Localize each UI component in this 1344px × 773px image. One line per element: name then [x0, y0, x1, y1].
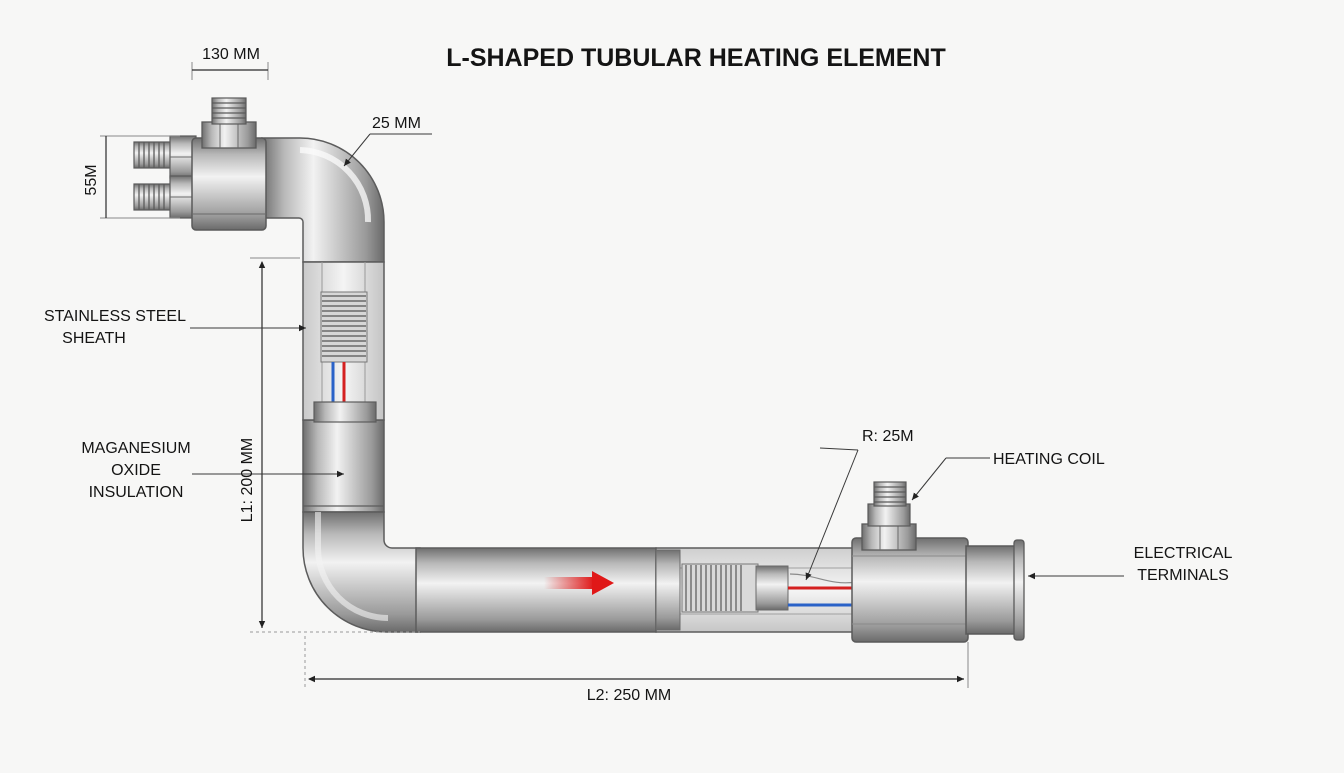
label-terminals-line1: ELECTRICAL [1134, 545, 1233, 562]
right-fitting [851, 481, 1025, 643]
label-l1: L1: 200 MM [239, 438, 256, 522]
dimension-top-width [191, 62, 269, 80]
bottom-bend [302, 511, 421, 633]
diagram-title: L-SHAPED TUBULAR HEATING ELEMENT [446, 44, 946, 72]
label-insulation-line2: OXIDE [111, 462, 161, 479]
flow-arrow-icon [544, 571, 614, 595]
label-radius: R: 25M [862, 428, 914, 445]
dimension-l1 [250, 257, 420, 633]
label-l2: L2: 250 MM [587, 687, 671, 704]
top-bend [261, 137, 385, 263]
label-insulation-line1: MAGANESIUM [81, 440, 190, 457]
horizontal-cutaway [655, 547, 857, 633]
tube-sheath [261, 137, 657, 633]
horizontal-coil [685, 565, 742, 611]
dimension-fitting-height [100, 135, 180, 219]
label-terminals-line2: TERMINALS [1137, 567, 1229, 584]
vertical-cutaway [302, 261, 385, 423]
label-sheath-line2: SHEATH [62, 330, 126, 347]
label-fitting-height: 55M [83, 164, 100, 195]
label-top-width: 130 MM [202, 46, 260, 63]
leader-lines [190, 133, 1124, 581]
vertical-coil [322, 295, 366, 357]
vertical-tube [302, 419, 385, 513]
label-insulation-line3: INSULATION [89, 484, 184, 501]
label-sheath-line1: STAINLESS STEEL [44, 308, 186, 325]
label-bend-top: 25 MM [372, 115, 421, 132]
dimension-l2 [304, 636, 969, 688]
top-fitting [133, 97, 267, 231]
label-heating-coil: HEATING COIL [993, 451, 1105, 468]
horizontal-tube [415, 547, 657, 633]
